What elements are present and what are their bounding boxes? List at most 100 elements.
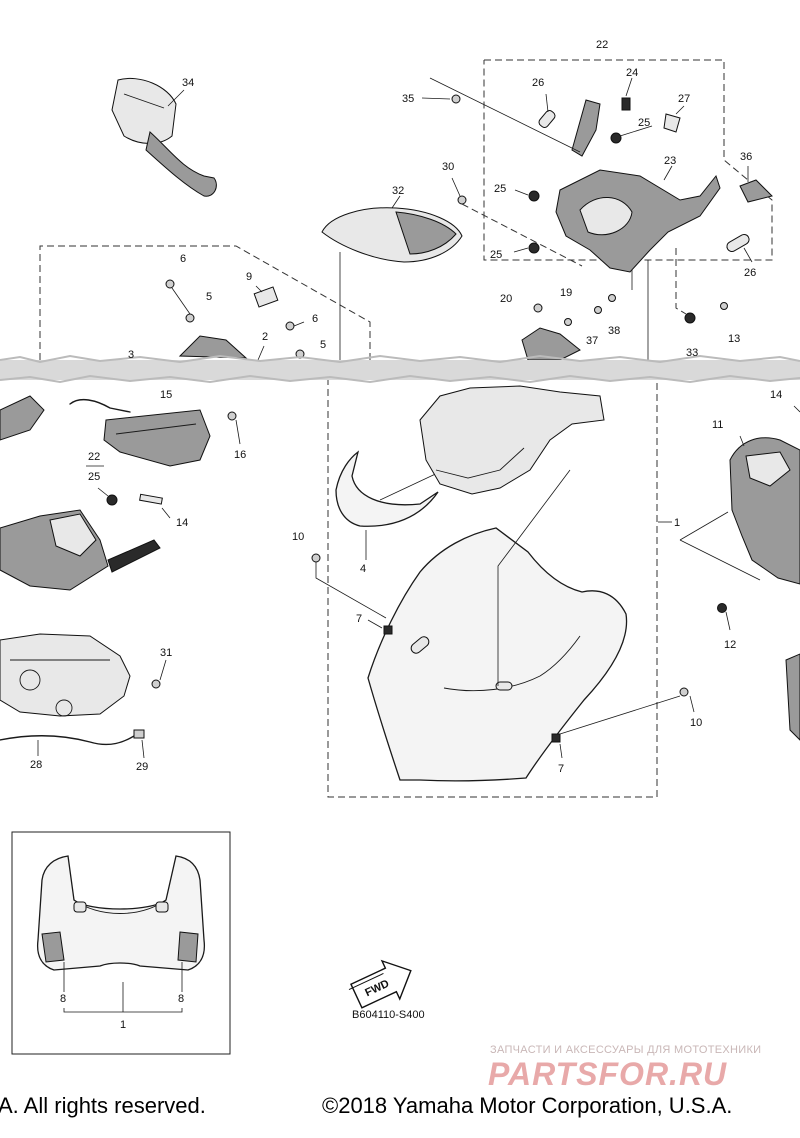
label-29: 29 <box>136 761 148 773</box>
pin-14-left <box>139 493 163 505</box>
torn-band-edge-bottom <box>0 374 800 384</box>
label-4: 4 <box>360 563 366 575</box>
label-5-a: 5 <box>206 291 212 303</box>
mirror-32 <box>321 207 463 263</box>
label-33: 33 <box>686 347 698 359</box>
headlight-duct-assembly <box>0 395 161 591</box>
label-22-top: 22 <box>596 39 608 51</box>
label-32: 32 <box>392 185 404 197</box>
bolt-29 <box>133 729 145 739</box>
screw-10-a <box>311 553 321 563</box>
label-1-inset: 1 <box>120 1019 126 1031</box>
label-13: 13 <box>728 333 740 345</box>
reference-code: B604110-S400 <box>352 1009 425 1021</box>
stay-bracket-23 <box>555 97 773 273</box>
assembly-box-left-outline <box>39 245 371 360</box>
nut-12 <box>717 603 727 613</box>
grommet-25-left <box>106 494 118 506</box>
copyright-text-left: A. All rights reserved. <box>0 1093 206 1118</box>
label-26-right: 26 <box>744 267 756 279</box>
assembly-box-22-outline <box>483 59 773 261</box>
washer-38 <box>608 294 616 302</box>
right-edge-parts <box>785 653 800 741</box>
label-1-main: 1 <box>674 517 680 529</box>
label-26-top: 26 <box>532 77 544 89</box>
label-35: 35 <box>402 93 414 105</box>
screw-10-b <box>679 687 689 697</box>
assembly-box-screen-outline <box>327 378 658 798</box>
label-28: 28 <box>30 759 42 771</box>
label-7-b: 7 <box>558 763 564 775</box>
label-12: 12 <box>724 639 736 651</box>
grommet-25-a <box>528 190 540 202</box>
label-16: 16 <box>234 449 246 461</box>
label-2: 2 <box>262 331 268 343</box>
watermark-logo: PARTSFOR.RU <box>488 1056 728 1092</box>
label-38: 38 <box>608 325 620 337</box>
inner-fairing-bracket <box>419 385 605 495</box>
bracket-20 <box>521 327 581 361</box>
label-25-a: 25 <box>494 183 506 195</box>
label-19: 19 <box>560 287 572 299</box>
bolt-20 <box>533 303 543 313</box>
grommet-33 <box>684 312 696 324</box>
label-14-left: 14 <box>176 517 188 529</box>
label-10-a: 10 <box>292 531 304 543</box>
inset-windshield <box>36 855 206 971</box>
label-11: 11 <box>712 419 723 431</box>
headlight-assembly <box>0 633 131 717</box>
collar-26-top <box>538 110 556 128</box>
inset-box <box>11 831 231 1055</box>
label-15: 15 <box>160 389 172 401</box>
cover-group-left <box>165 279 305 359</box>
torn-band <box>0 360 800 380</box>
grommet-25-b <box>528 242 540 254</box>
label-25-left: 25 <box>88 471 100 483</box>
label-8-right: 8 <box>178 993 184 1005</box>
label-3: 3 <box>128 349 134 361</box>
torn-band-edge-top <box>0 354 800 364</box>
grommet-25-c <box>610 132 622 144</box>
label-25-b: 25 <box>638 117 650 129</box>
nut-7-a <box>383 625 393 635</box>
label-31: 31 <box>160 647 172 659</box>
side-cover-11 <box>729 437 800 585</box>
label-25-c: 25 <box>490 249 502 261</box>
label-9: 9 <box>246 271 252 283</box>
label-30: 30 <box>442 161 454 173</box>
label-24: 24 <box>626 67 638 79</box>
windshield-1 <box>367 527 628 782</box>
copyright-text-right: ©2018 Yamaha Motor Corporation, U.S.A. <box>322 1093 733 1118</box>
inner-panel-4 <box>335 450 439 527</box>
bolt-13 <box>720 302 728 310</box>
bolt-31 <box>151 679 161 689</box>
label-5-b: 5 <box>320 339 326 351</box>
label-36: 36 <box>740 151 752 163</box>
duct-15 <box>103 409 211 467</box>
bolt-35 <box>451 94 461 104</box>
collar-26-right <box>726 234 750 252</box>
label-10-b: 10 <box>690 717 702 729</box>
nut-7-b <box>551 733 561 743</box>
label-6-b: 6 <box>312 313 318 325</box>
label-8-left: 8 <box>60 993 66 1005</box>
stay-wire <box>69 398 131 413</box>
label-34: 34 <box>182 77 194 89</box>
label-27: 27 <box>678 93 690 105</box>
fwd-arrow-icon: FWD <box>348 959 412 1009</box>
mirror-34 <box>111 78 217 197</box>
bolt-16 <box>227 411 237 421</box>
label-23: 23 <box>664 155 676 167</box>
label-37: 37 <box>586 335 598 347</box>
harness-28 <box>0 735 135 746</box>
label-22-left: 22 <box>88 451 100 463</box>
watermark-tagline: ЗАПЧАСТИ И АКСЕССУАРЫ ДЛЯ МОТОТЕХНИКИ <box>490 1044 762 1056</box>
label-7-a: 7 <box>356 613 362 625</box>
bolt-30 <box>457 195 467 205</box>
bolt-19 <box>564 318 572 326</box>
label-20: 20 <box>500 293 512 305</box>
label-6-a: 6 <box>180 253 186 265</box>
bolt-37 <box>594 306 602 314</box>
label-14-right: 14 <box>770 389 782 401</box>
